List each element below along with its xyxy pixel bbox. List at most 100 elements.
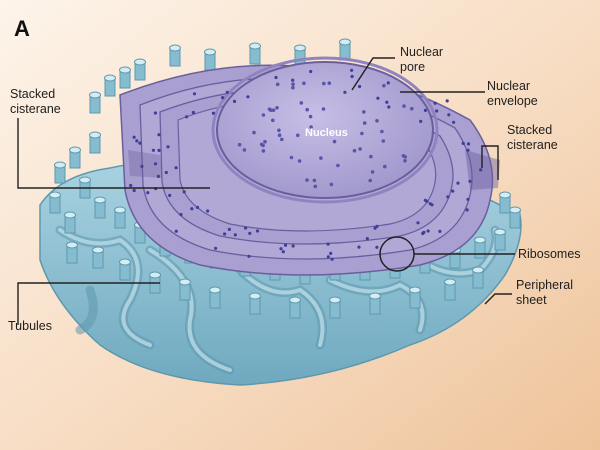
tubule-end <box>89 131 101 154</box>
nuclear-pore-dot <box>277 133 282 137</box>
nuclear-pore-dot <box>358 147 362 151</box>
nuclear-envelope-rim <box>211 56 439 204</box>
ribosome-dot <box>447 113 451 117</box>
ribosome-dot <box>132 188 136 193</box>
ribosome-dot <box>168 193 172 197</box>
label-peripheral-sheet: Peripheral sheet <box>516 278 576 307</box>
nuclear-pore-dot <box>403 159 407 163</box>
ribosome-dot <box>185 115 189 119</box>
ribosome-dot <box>191 110 195 115</box>
ribosome-dot <box>468 179 472 183</box>
tubule-end <box>119 258 131 281</box>
ribosome-dot <box>225 90 229 94</box>
ribosome-dot <box>129 183 133 188</box>
ribosome-dot <box>146 191 150 195</box>
ribosome-dot <box>358 84 362 89</box>
ribosome-dot <box>385 100 389 104</box>
ribosome-dot <box>357 245 361 249</box>
ribosome-dot <box>283 243 288 247</box>
label-tubules: Tubules <box>8 319 52 333</box>
leader-peripheral-sheet <box>484 293 512 305</box>
ribosome-dot <box>451 189 455 193</box>
nuclear-pore-dot <box>309 125 313 129</box>
ribosome-dot <box>157 148 161 152</box>
tubule-end <box>179 278 191 301</box>
nuclear-pore-dot <box>322 81 326 86</box>
tubule-end <box>409 286 421 309</box>
nuclear-pore-dot <box>267 107 272 111</box>
nuclear-pore-dot <box>277 128 281 133</box>
nuclear-pore-dot <box>332 139 337 144</box>
tubule-end <box>169 44 181 67</box>
tubule-end <box>369 292 381 315</box>
ribosome-dot <box>279 247 283 251</box>
ribosome-dot <box>206 209 210 213</box>
ribosome-dot <box>445 99 449 103</box>
ribosome-dot <box>223 232 227 236</box>
ribosome-dot <box>221 96 225 100</box>
ribosome-dot <box>387 105 391 109</box>
nuclear-pore-dot <box>360 131 364 136</box>
leader-lines <box>17 57 515 325</box>
ribosome-dot <box>435 109 439 113</box>
ribosome-dot <box>135 139 139 143</box>
tubule-end <box>114 206 126 229</box>
label-nuclear-envelope: Nuclear envelope <box>487 79 538 108</box>
nuclear-pore-dot <box>289 155 294 160</box>
ribosome-dot <box>166 145 170 149</box>
ribosome-dots <box>129 68 483 261</box>
ribosome-dot <box>179 212 183 217</box>
ribosome-dot <box>433 101 437 105</box>
nuclear-pore-dot <box>369 154 373 159</box>
tubule-end <box>79 176 91 199</box>
tubule-end <box>294 44 306 67</box>
ribosome-dot <box>281 250 285 254</box>
ribosome-dot <box>157 133 161 137</box>
nuclear-pore-dot <box>296 133 300 138</box>
tubule-end <box>329 296 341 319</box>
ribosome-dot <box>375 224 379 228</box>
nuclear-pore-dot <box>263 139 267 144</box>
tubule-branches-highlight <box>58 228 498 372</box>
ribosome-dot <box>211 111 215 115</box>
ribosome-dot <box>426 229 430 233</box>
tubule-end <box>49 191 61 214</box>
ribosome-dot <box>291 78 295 82</box>
nuclear-pore-dot <box>352 148 357 153</box>
ribosome-dot <box>156 174 160 178</box>
ribosome-dot <box>422 230 426 234</box>
ribosome-dot <box>274 75 278 80</box>
cisterna-gap-left <box>128 150 162 178</box>
ribosome-dot <box>174 229 178 233</box>
ribosome-dot <box>375 245 379 249</box>
nuclear-pore-dot <box>291 82 295 86</box>
tubule-end <box>444 278 456 301</box>
ribosome-dot <box>140 164 144 168</box>
nuclear-pore-dot <box>242 148 247 152</box>
nuclear-pore-dot <box>299 101 304 105</box>
tubule-end <box>509 206 521 229</box>
ribosome-dot <box>479 168 483 172</box>
nuclear-pore-dot <box>275 106 279 110</box>
tubule-end <box>92 246 104 269</box>
tubule-end <box>54 161 66 184</box>
tubule-end <box>69 146 81 169</box>
ribosome-dot <box>452 120 456 124</box>
ribosome-dot <box>195 205 200 209</box>
ribosome-dot <box>233 233 237 237</box>
tubule-end <box>104 74 116 97</box>
ribosome-dot <box>430 203 434 207</box>
ribosome-dot <box>438 229 442 233</box>
nuclear-pore-dot <box>305 107 310 112</box>
nuclear-pore-dot <box>382 83 386 88</box>
nuclear-pore-dot <box>402 104 406 108</box>
ribosome-dot <box>425 199 429 203</box>
nuclear-pore-dot <box>313 184 318 189</box>
nuclear-pore-dot <box>312 178 317 183</box>
ribosome-dot <box>151 148 155 152</box>
ribosome-dot <box>350 74 354 79</box>
panel-letter: A <box>14 16 30 41</box>
ribosome-dot <box>343 90 347 94</box>
ribosome-dot <box>153 162 158 166</box>
